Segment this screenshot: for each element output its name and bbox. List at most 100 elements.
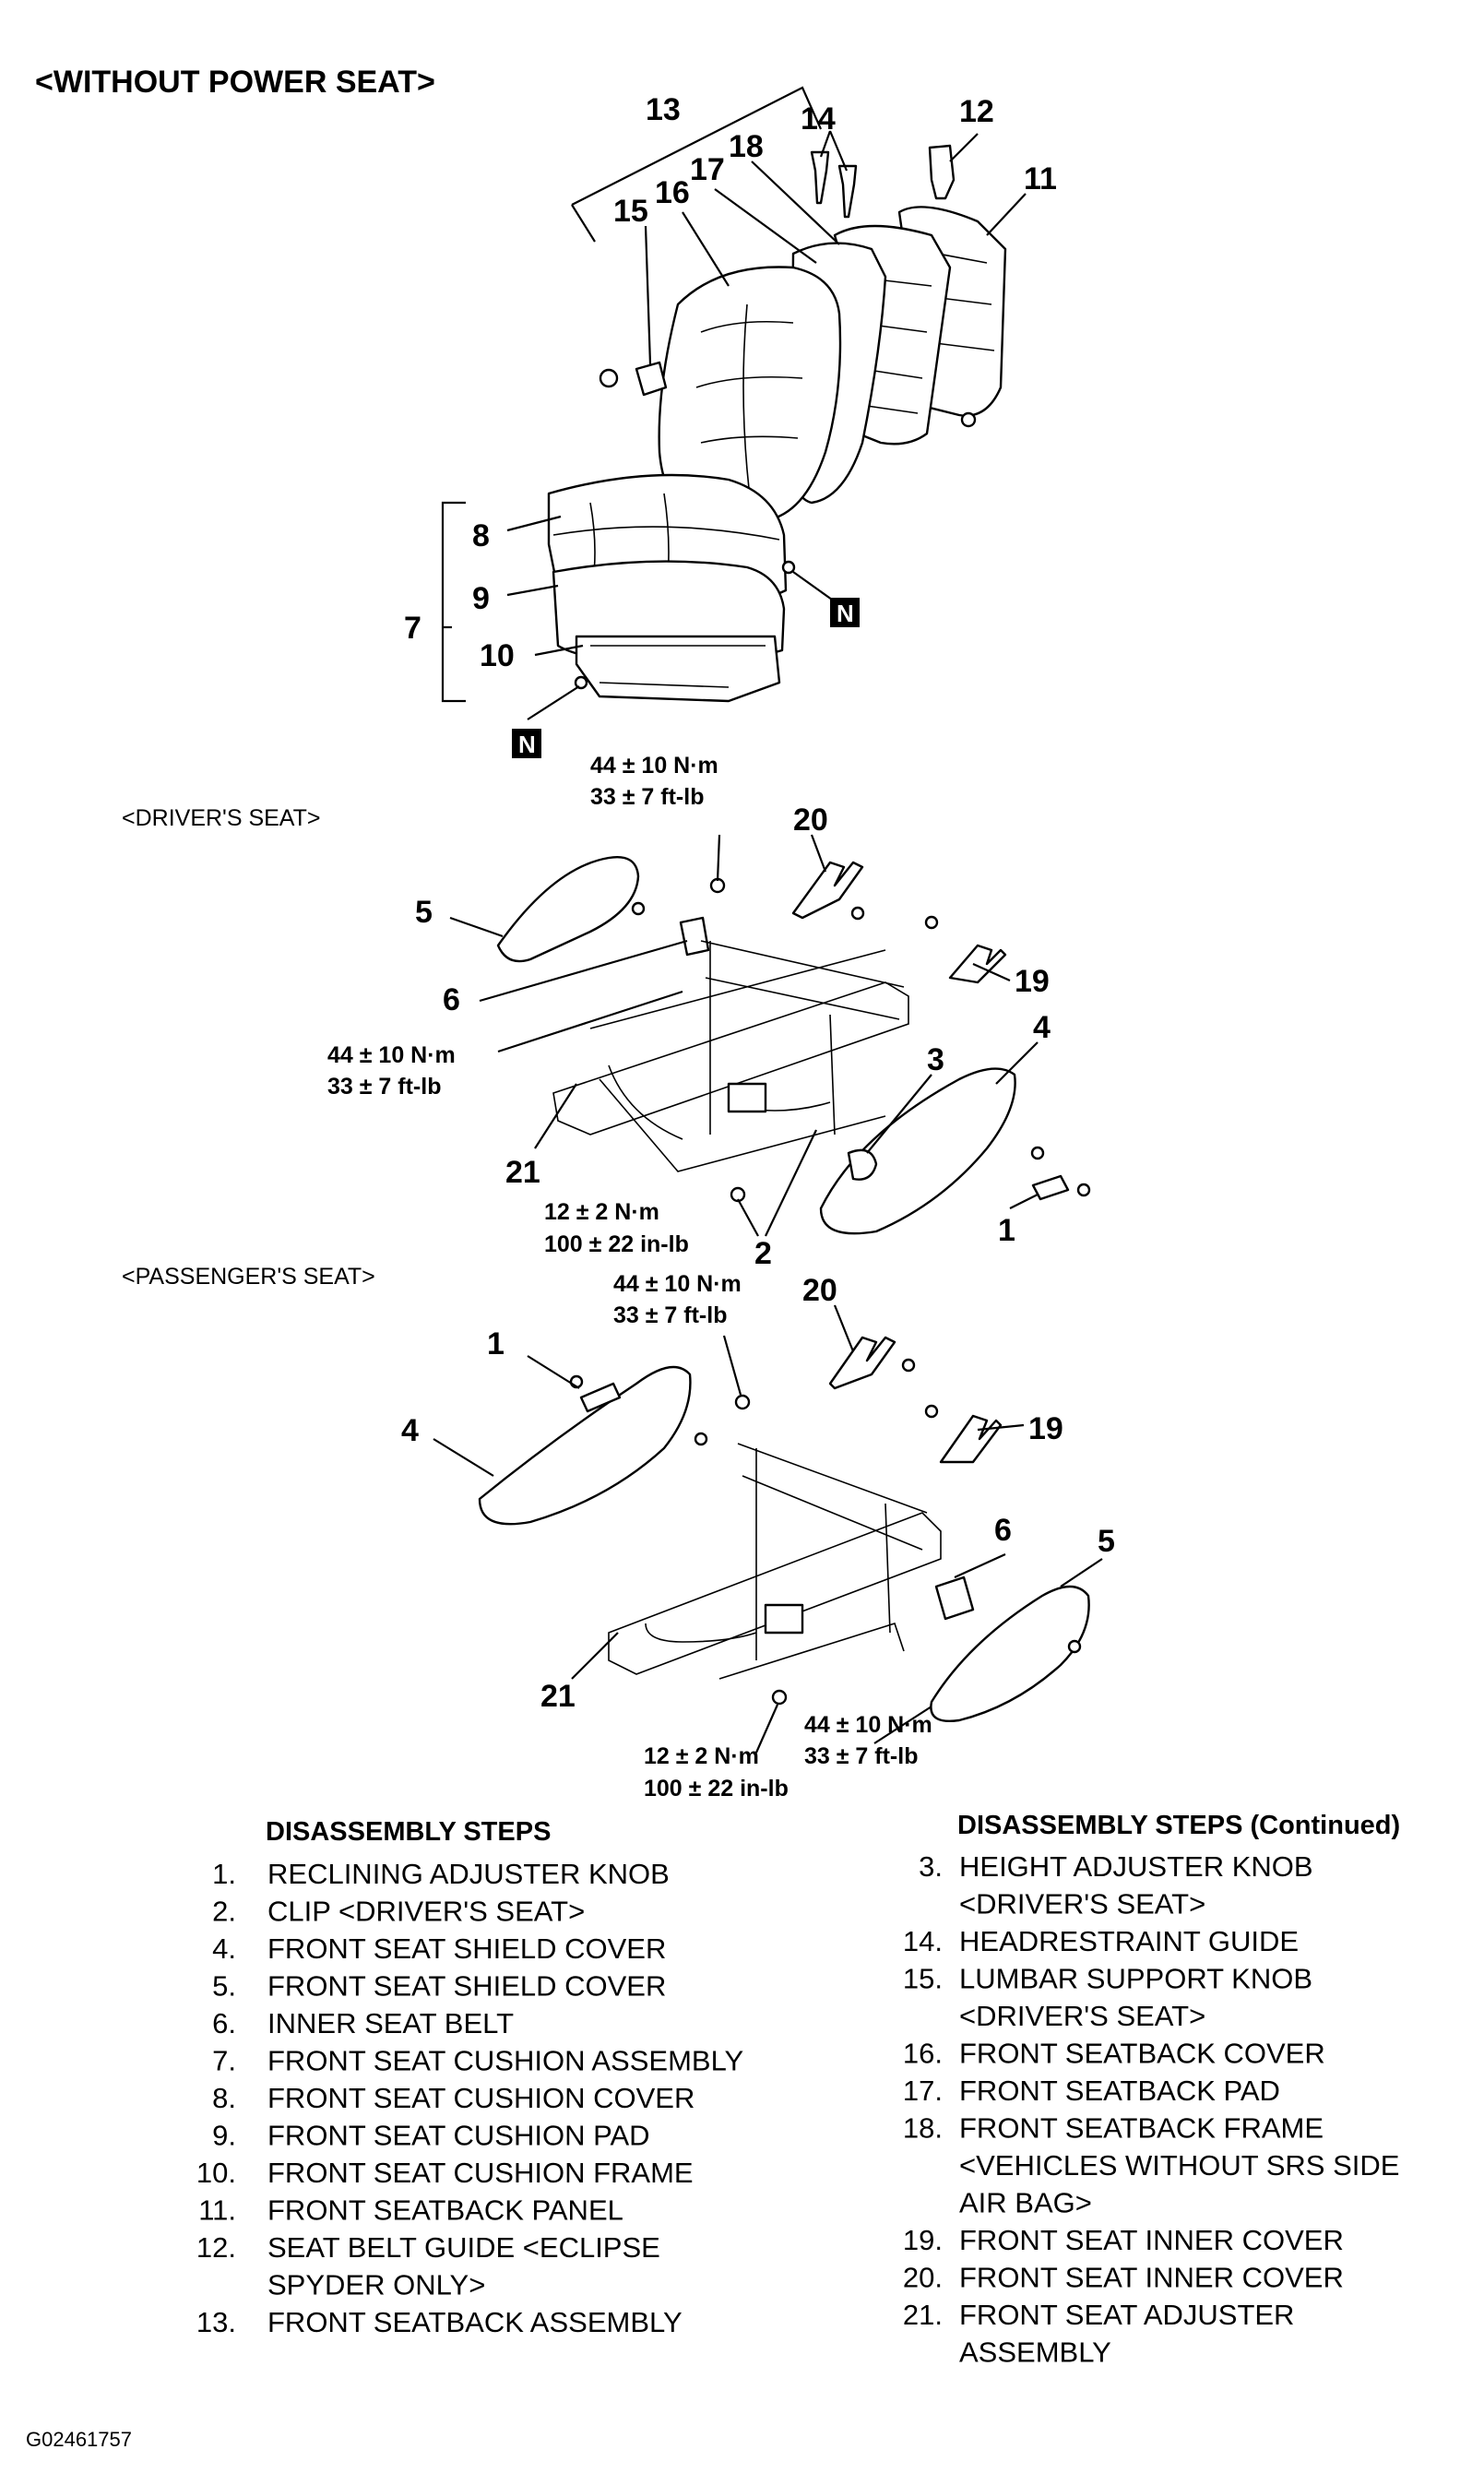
step-number: 1.	[212, 1858, 236, 1890]
step-text: FRONT SEAT SHIELD COVER	[267, 1932, 666, 1965]
step-text: <DRIVER'S SEAT>	[959, 2000, 1205, 2032]
step-text: FRONT SEATBACK COVER	[959, 2038, 1325, 2070]
step-text: FRONT SEAT SHIELD COVER	[267, 1970, 666, 2003]
step-text: FRONT SEAT CUSHION COVER	[267, 2082, 695, 2114]
steps-list-left: 1. RECLINING ADJUSTER KNOB 2. CLIP <DRIVER'…	[196, 1858, 743, 2338]
torque-t1-imperial: 33 ± 7 ft-lb	[590, 784, 704, 810]
step-number: 17.	[903, 2075, 943, 2107]
nut-mark-bottom: N	[512, 729, 541, 758]
step-text: ASSEMBLY	[959, 2336, 1111, 2369]
step-text: FRONT SEAT INNER COVER	[959, 2224, 1344, 2256]
step-number: 6.	[212, 2007, 236, 2039]
torque-t6-imperial: 33 ± 7 ft-lb	[804, 1743, 918, 1769]
step-text: FRONT SEATBACK FRAME	[959, 2112, 1324, 2145]
step-text: INNER SEAT BELT	[267, 2007, 514, 2039]
torque-t2-metric: 44 ± 10 N·m	[327, 1042, 456, 1068]
step-text: <VEHICLES WITHOUT SRS SIDE	[959, 2149, 1399, 2182]
step-number: 20.	[903, 2262, 943, 2294]
callout-20-passenger: 20	[802, 1273, 837, 1308]
step-number: 13.	[196, 2306, 236, 2338]
step-number: 4.	[212, 1932, 236, 1965]
step-number: 19.	[903, 2224, 943, 2256]
step-text: LUMBAR SUPPORT KNOB	[959, 1963, 1312, 1995]
callout-15: 15	[613, 194, 648, 229]
step-number: 7.	[212, 2045, 236, 2077]
svg-text:N: N	[518, 731, 536, 758]
step-number: 15.	[903, 1963, 943, 1995]
driver-seat-adjuster-illustration	[496, 856, 1091, 1235]
leader-lines	[433, 130, 1103, 1754]
callout-1-passenger: 1	[487, 1326, 505, 1361]
nut-mark-top: N	[830, 598, 860, 627]
callout-8: 8	[472, 518, 490, 553]
step-text: FRONT SEAT ADJUSTER	[959, 2299, 1294, 2331]
step-text: FRONT SEATBACK PANEL	[267, 2194, 623, 2227]
cushion-frame-shape	[575, 635, 781, 703]
steps-heading-left: DISASSEMBLY STEPS	[266, 1817, 551, 1847]
callout-6-driver: 6	[443, 982, 460, 1017]
passenger-inner-cover-19	[939, 1414, 1003, 1464]
callout-9: 9	[472, 581, 490, 616]
callout-1-driver: 1	[998, 1213, 1015, 1248]
figure-id: G02461757	[26, 2428, 132, 2451]
driver-shield-cover-5	[496, 856, 640, 963]
callout-5-driver: 5	[415, 895, 433, 930]
torque-t2-imperial: 33 ± 7 ft-lb	[327, 1074, 441, 1100]
svg-text:N: N	[837, 600, 854, 627]
step-number: 14.	[903, 1925, 943, 1957]
step-text: RECLINING ADJUSTER KNOB	[267, 1858, 670, 1890]
callout-12: 12	[959, 94, 994, 129]
callout-13: 13	[646, 92, 681, 127]
torque-specs: 44 ± 10 N·m 33 ± 7 ft-lb 44 ± 10 N·m 33 …	[327, 753, 932, 1801]
step-text: FRONT SEATBACK PAD	[959, 2075, 1280, 2107]
step-text: AIR BAG>	[959, 2187, 1092, 2219]
step-text: FRONT SEAT CUSHION PAD	[267, 2120, 650, 2152]
passenger-adjuster-rail	[608, 1512, 942, 1675]
section-label-driver: <DRIVER'S SEAT>	[122, 805, 321, 831]
callout-4-passenger: 4	[401, 1413, 419, 1448]
step-number: 16.	[903, 2038, 943, 2070]
callout-21-passenger: 21	[540, 1679, 576, 1714]
headrestraint-guide-left	[810, 150, 830, 205]
callout-3-driver: 3	[927, 1042, 944, 1077]
callout-19-passenger: 19	[1028, 1411, 1063, 1446]
torque-t3-imperial: 100 ± 22 in-lb	[544, 1231, 689, 1257]
passenger-shield-cover-4	[478, 1365, 692, 1526]
callout-10: 10	[480, 638, 515, 673]
torque-t4-imperial: 33 ± 7 ft-lb	[613, 1302, 727, 1328]
step-text: CLIP <DRIVER'S SEAT>	[267, 1896, 585, 1928]
step-text: <DRIVER'S SEAT>	[959, 1888, 1205, 1920]
step-number: 11.	[198, 2194, 236, 2227]
diagram-title: <WITHOUT POWER SEAT>	[35, 65, 435, 100]
step-number: 5.	[212, 1970, 236, 2003]
passenger-seat-adjuster-illustration	[478, 1336, 1090, 1722]
seatback-assembly-illustration	[571, 86, 1007, 523]
callout-18: 18	[729, 129, 764, 164]
step-number: 2.	[212, 1896, 236, 1928]
callout-numbers: 13 14 12 18 17 16 11 15 8 9 7 10 20 5 19…	[401, 92, 1115, 1714]
callout-19-driver: 19	[1015, 964, 1050, 999]
step-number: 10.	[196, 2157, 236, 2189]
step-text: HEADRESTRAINT GUIDE	[959, 1925, 1299, 1957]
torque-t5-imperial: 100 ± 22 in-lb	[644, 1776, 789, 1801]
callout-5-passenger: 5	[1098, 1524, 1115, 1559]
torque-t3-metric: 12 ± 2 N·m	[544, 1199, 659, 1225]
step-text: SEAT BELT GUIDE <ECLIPSE	[267, 2231, 660, 2264]
driver-inner-cover-20	[791, 861, 864, 920]
step-text: SPYDER ONLY>	[267, 2269, 485, 2301]
headrestraint-guide-right	[837, 164, 858, 219]
steps-list-right: 3.HEIGHT ADJUSTER KNOB<DRIVER'S SEAT>14.…	[903, 1850, 1400, 2369]
step-number: 9.	[212, 2120, 236, 2152]
step-number: 18.	[903, 2112, 943, 2145]
callout-14: 14	[801, 101, 836, 137]
callout-11: 11	[1024, 161, 1057, 196]
steps-heading-right: DISASSEMBLY STEPS (Continued)	[957, 1811, 1400, 1840]
callout-6-passenger: 6	[994, 1513, 1012, 1548]
torque-t1-metric: 44 ± 10 N·m	[590, 753, 718, 779]
callout-4-driver: 4	[1033, 1010, 1051, 1045]
step-number: 21.	[903, 2299, 943, 2331]
callout-21-driver: 21	[505, 1155, 540, 1190]
step-number: 3.	[919, 1850, 943, 1883]
callout-16: 16	[655, 175, 690, 210]
